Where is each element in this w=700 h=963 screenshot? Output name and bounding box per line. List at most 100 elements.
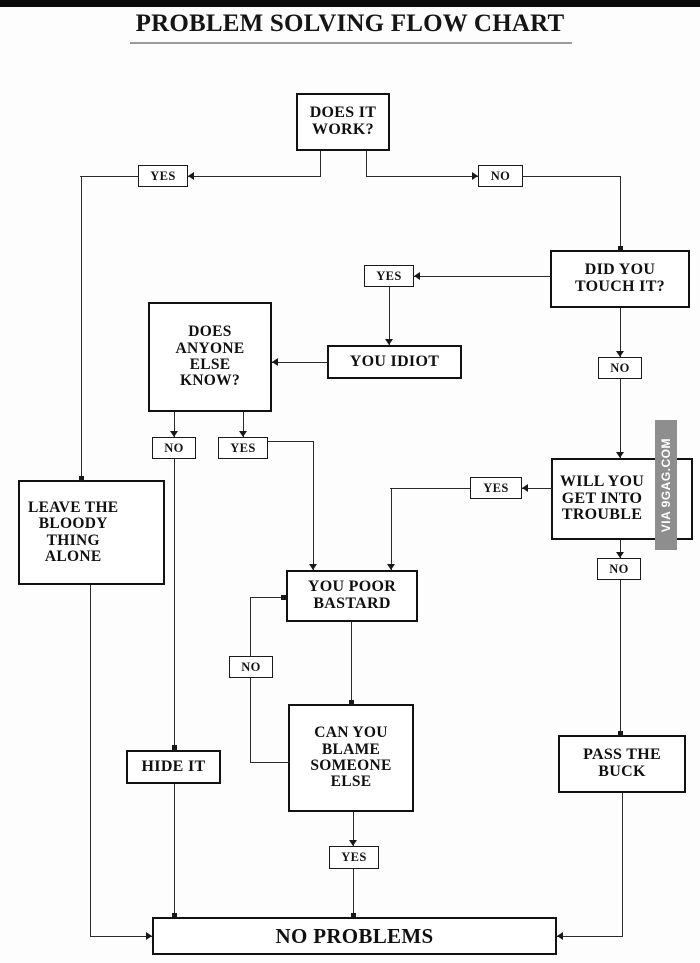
connector-work-yes-horizontal bbox=[188, 176, 321, 177]
connector-work-no-horizontal bbox=[366, 176, 478, 177]
connector-blameno-horizontal-upper bbox=[250, 597, 286, 598]
node-did-you-touch-it[interactable]: DID YOU TOUCH IT? bbox=[550, 250, 690, 308]
edge-label-text: YES bbox=[341, 850, 367, 864]
connector-knowno-to-hideit bbox=[174, 459, 175, 750]
node-you-idiot[interactable]: YOU IDIOT bbox=[327, 345, 462, 379]
connector-blameno-vertical-upper bbox=[250, 597, 251, 656]
edge-label-work-no[interactable]: NO bbox=[478, 165, 523, 187]
arrow-know-no bbox=[170, 431, 178, 437]
connector-pass-to-noproblems-horizontal bbox=[557, 936, 623, 937]
watermark-text: VIA 9GAG.COM bbox=[659, 437, 673, 533]
junction-hideit-top bbox=[172, 745, 177, 750]
edge-label-work-yes[interactable]: YES bbox=[138, 165, 188, 187]
node-does-it-work[interactable]: DOES IT WORK? bbox=[296, 93, 390, 151]
connector-blame-yes-vertical bbox=[353, 812, 354, 846]
connector-work-no-stub bbox=[366, 151, 367, 176]
node-hide-it[interactable]: HIDE IT bbox=[126, 750, 221, 784]
edge-label-trouble-no[interactable]: NO bbox=[597, 558, 641, 580]
connector-troubleyes-vertical bbox=[391, 488, 392, 570]
edge-label-trouble-yes[interactable]: YES bbox=[470, 477, 522, 499]
arrow-touch-no bbox=[616, 351, 624, 357]
edge-label-blame-no[interactable]: NO bbox=[229, 656, 273, 678]
junction-blame-top bbox=[349, 700, 354, 705]
node-label: DOES IT WORK? bbox=[309, 104, 377, 138]
connector-yes-to-leave-vertical bbox=[81, 176, 82, 480]
edge-label-blame-yes[interactable]: YES bbox=[329, 846, 379, 869]
connector-bastard-to-blame bbox=[351, 622, 352, 704]
connector-blameyes-to-noproblems bbox=[353, 869, 354, 917]
arrow-trouble-yes bbox=[522, 484, 528, 492]
arrow-work-no bbox=[472, 172, 478, 180]
node-label: HIDE IT bbox=[141, 757, 206, 775]
connector-blameno-vertical-lower bbox=[250, 678, 251, 763]
junction-bastard-left bbox=[281, 595, 286, 600]
edge-label-text: YES bbox=[150, 168, 176, 183]
connector-trouble-yes-horizontal bbox=[522, 488, 552, 489]
connector-know-yes-vertical bbox=[243, 412, 244, 437]
arrow-knowyes-to-bastard bbox=[309, 564, 317, 570]
edge-label-touch-no[interactable]: NO bbox=[598, 357, 642, 379]
connector-know-no-vertical bbox=[174, 412, 175, 437]
arrow-idiot-to-know bbox=[272, 358, 278, 366]
arrow-work-yes bbox=[188, 172, 194, 180]
arrow-know-yes bbox=[239, 431, 247, 437]
junction-leave-top bbox=[79, 476, 84, 481]
arrow-trouble-no bbox=[616, 552, 624, 558]
node-label: DOES ANYONE ELSE KNOW? bbox=[175, 323, 245, 390]
connector-idiot-to-know bbox=[272, 362, 328, 363]
junction-noproblems-top-left bbox=[172, 913, 177, 918]
top-black-bar bbox=[0, 0, 700, 7]
node-label: NO PROBLEMS bbox=[275, 923, 434, 948]
arrow-touch-yes bbox=[414, 272, 420, 280]
connector-work-yes-stub bbox=[320, 151, 321, 176]
connector-touchyes-to-idiot bbox=[389, 287, 390, 345]
edge-label-text: YES bbox=[230, 440, 256, 455]
node-label: DID YOU TOUCH IT? bbox=[575, 261, 665, 295]
node-label: PASS THE BUCK bbox=[583, 746, 661, 780]
connector-troubleno-to-pass bbox=[620, 580, 621, 735]
connector-knowyes-vertical bbox=[313, 441, 314, 570]
connector-touch-yes-horizontal bbox=[414, 276, 551, 277]
node-does-anyone-else-know[interactable]: DOES ANYONE ELSE KNOW? bbox=[148, 302, 272, 412]
connector-knowyes-horizontal bbox=[268, 441, 314, 442]
node-no-problems[interactable]: NO PROBLEMS bbox=[152, 917, 557, 955]
edge-label-know-no[interactable]: NO bbox=[152, 437, 196, 459]
edge-label-touch-yes[interactable]: YES bbox=[364, 265, 414, 287]
arrow-pass-to-noproblems bbox=[557, 932, 563, 940]
connector-trouble-no-vertical bbox=[620, 540, 621, 558]
watermark-9gag: VIA 9GAG.COM bbox=[655, 420, 677, 550]
junction-pass-top bbox=[618, 731, 623, 736]
node-pass-the-buck[interactable]: PASS THE BUCK bbox=[558, 735, 686, 793]
node-label: CAN YOU BLAME SOMEONE ELSE bbox=[310, 724, 392, 791]
arrow-troubleyes-to-bastard bbox=[387, 564, 395, 570]
connector-touch-no-vertical bbox=[620, 308, 621, 357]
junction-noproblems-top-center bbox=[351, 913, 356, 918]
edge-label-text: NO bbox=[610, 360, 630, 375]
node-can-you-blame-someone-else[interactable]: CAN YOU BLAME SOMEONE ELSE bbox=[288, 704, 414, 812]
node-leave-the-bloody-thing-alone[interactable]: LEAVE THE BLOODY THING ALONE bbox=[18, 480, 165, 585]
arrow-touchno-to-trouble bbox=[616, 452, 624, 458]
connector-touchno-to-trouble bbox=[620, 379, 621, 458]
connector-pass-to-noproblems-vertical bbox=[622, 793, 623, 936]
connector-leave-to-noproblems-vertical bbox=[90, 585, 91, 936]
arrow-leave-to-noproblems bbox=[146, 932, 152, 940]
node-you-poor-bastard[interactable]: YOU POOR BASTARD bbox=[286, 570, 418, 622]
edge-label-text: YES bbox=[483, 480, 509, 495]
edge-label-know-yes[interactable]: YES bbox=[218, 437, 268, 459]
node-label: LEAVE THE BLOODY THING ALONE bbox=[28, 498, 119, 565]
edge-label-text: NO bbox=[609, 561, 629, 576]
edge-label-text: NO bbox=[241, 659, 261, 674]
edge-label-text: NO bbox=[490, 168, 511, 183]
edge-label-text: NO bbox=[164, 440, 184, 455]
connector-yes-to-leave-horizontal bbox=[80, 176, 139, 177]
title-underline bbox=[130, 42, 572, 44]
page-title: PROBLEM SOLVING FLOW CHART bbox=[135, 10, 565, 37]
junction-touch-top bbox=[618, 246, 623, 251]
connector-blameno-horizontal-lower bbox=[250, 762, 289, 763]
connector-leave-to-noproblems-horizontal bbox=[90, 936, 152, 937]
connector-hideit-to-noproblems bbox=[174, 784, 175, 917]
node-label: YOU POOR BASTARD bbox=[307, 578, 397, 612]
node-label: WILL YOU GET INTO TROUBLE bbox=[560, 472, 645, 524]
connector-no-to-touch-vertical bbox=[620, 176, 621, 250]
